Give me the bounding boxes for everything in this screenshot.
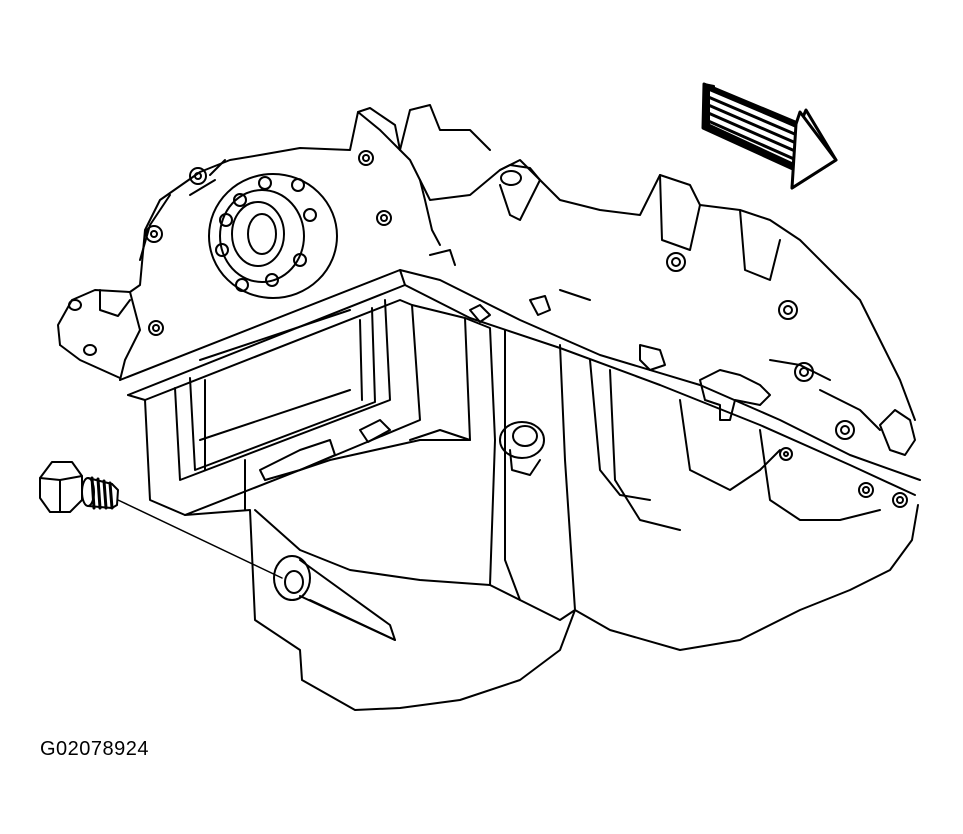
oil-pan-side-details	[430, 250, 915, 455]
drain-plug-bolt	[40, 462, 118, 512]
drain-hole	[274, 556, 395, 640]
figure-id-caption: G02078924	[40, 738, 150, 760]
engine-block	[58, 105, 915, 420]
drain-plug-leader-line	[118, 500, 282, 578]
oil-pan	[128, 300, 918, 710]
arrow-right-icon	[703, 84, 836, 188]
crankshaft-front-seal	[209, 174, 337, 298]
block-bolts	[146, 151, 907, 507]
oil-pan-flange	[120, 270, 920, 495]
oil-pan-boss	[500, 422, 544, 475]
